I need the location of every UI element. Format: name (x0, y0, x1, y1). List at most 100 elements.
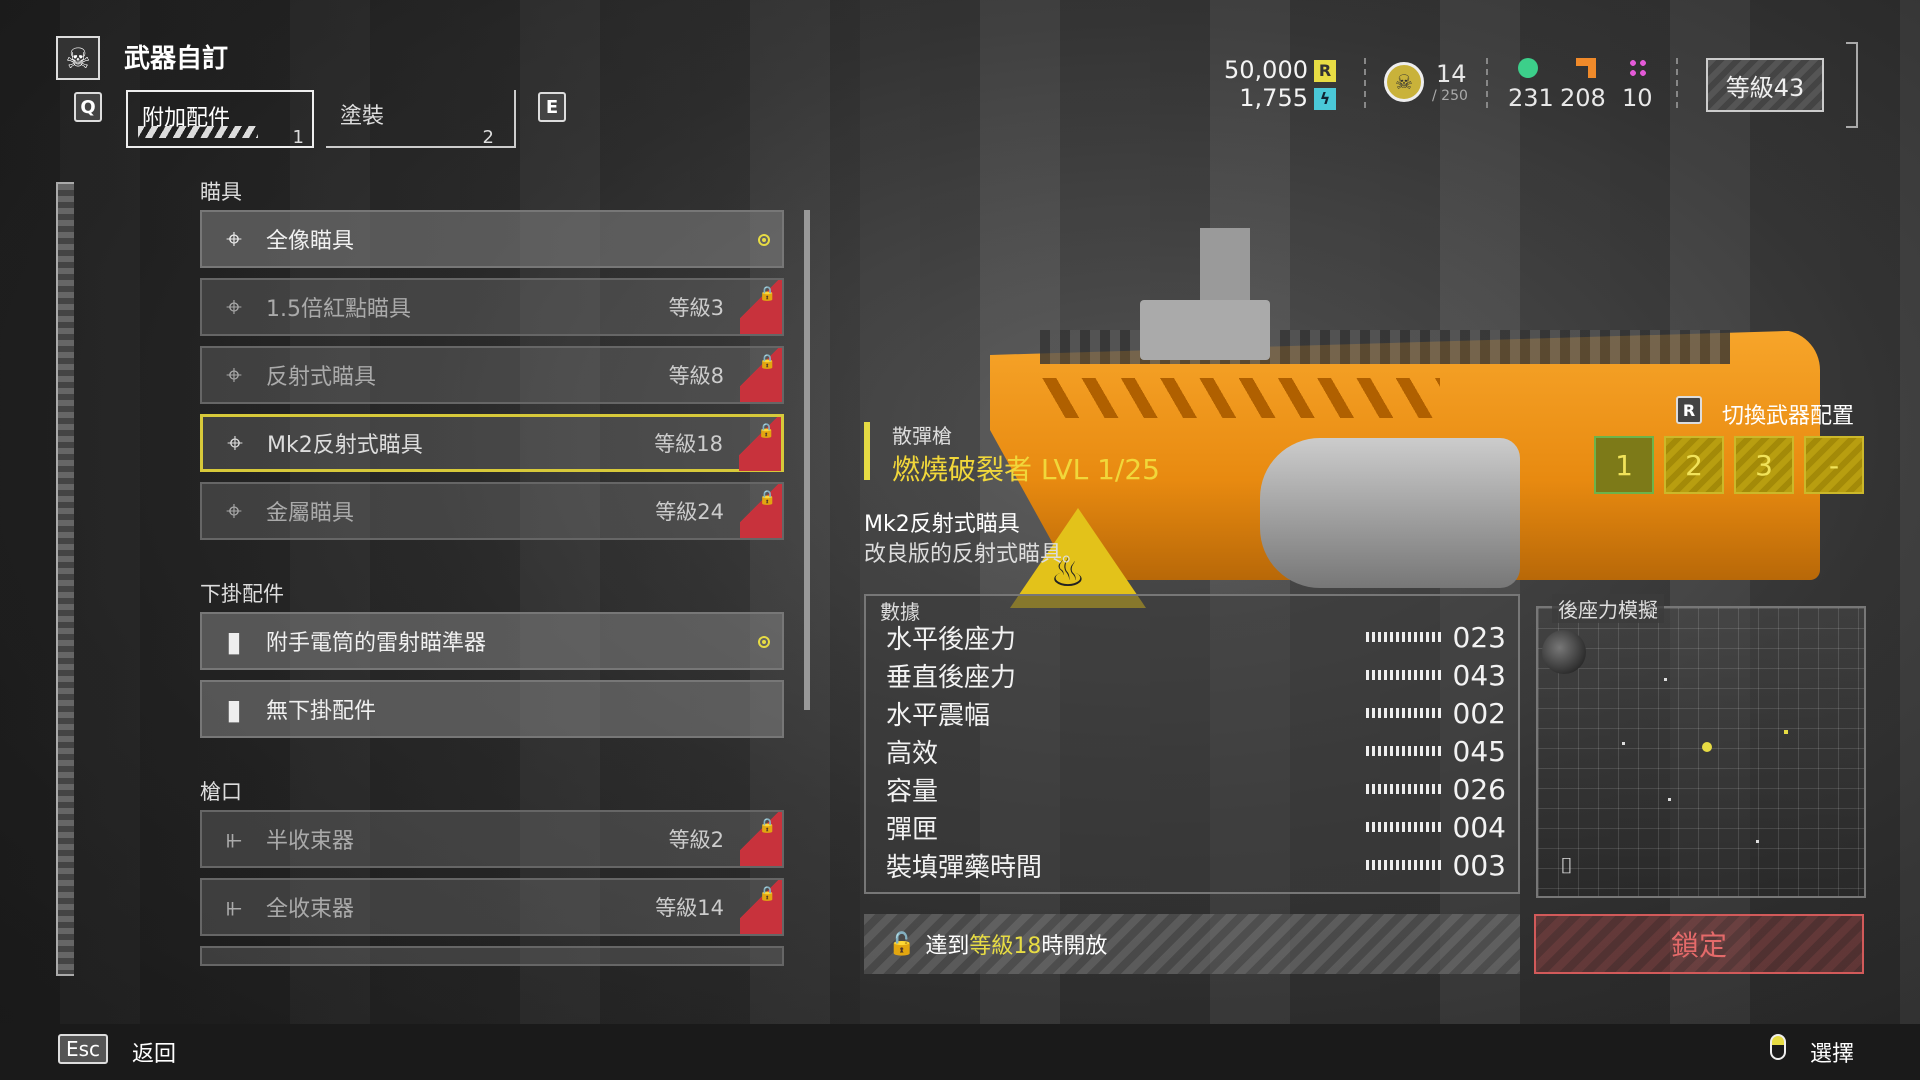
attachment-full-choke[interactable]: ⫦ 全收束器 等級14 🔒 (200, 878, 784, 936)
fire-hazard-icon (1010, 508, 1146, 608)
lock-icon: 🔒 (740, 880, 782, 934)
stat-row: 垂直後座力 043 (886, 656, 1506, 694)
config-slot-1[interactable]: 1 (1594, 436, 1654, 494)
attachment-laser-flashlight[interactable]: ▮ 附手電筒的雷射瞄準器 (200, 612, 784, 670)
crosshair-icon: ⌖ (226, 494, 242, 527)
mouse-icon (1770, 1034, 1786, 1060)
muzzle-icon: ⫦ (226, 890, 242, 923)
rare-sample-value: 208 (1560, 84, 1606, 112)
equipped-indicator-icon (758, 234, 770, 246)
crosshair-icon: ⌖ (226, 358, 242, 391)
list-scrollbar[interactable] (804, 210, 810, 710)
attachment-mk2-reflex-sight[interactable]: ⌖ Mk2反射式瞄具 等級18 🔒 (200, 414, 784, 472)
recoil-point (1668, 798, 1671, 801)
attachment-name: 金屬瞄具 (266, 501, 355, 526)
stat-bar (1366, 746, 1444, 756)
tab-paint[interactable]: 塗裝 2 (326, 90, 516, 148)
attachment-iron-sight[interactable]: ⌖ 金屬瞄具 等級24 🔒 (200, 482, 784, 540)
attachment-red-dot-sight[interactable]: ⌖ 1.5倍紅點瞄具 等級3 🔒 (200, 278, 784, 336)
equipped-indicator-icon (758, 636, 770, 648)
crosshair-icon: ⌖ (226, 290, 242, 323)
prev-tab-key[interactable]: Q (74, 92, 102, 122)
weapon-model-vents (1040, 378, 1440, 418)
recoil-point (1784, 730, 1788, 734)
requisition-value: 50,000 (1224, 56, 1308, 84)
stat-name: 容量 (886, 776, 939, 807)
weapon-model-sight (1140, 300, 1270, 360)
stat-bar (1366, 784, 1444, 794)
config-slot-3[interactable]: 3 (1734, 436, 1794, 494)
tab-attachments-count: 1 (292, 127, 304, 148)
stat-bar (1366, 708, 1444, 718)
stats-title: 數據 (880, 600, 920, 624)
next-tab-key[interactable]: E (538, 92, 566, 122)
attachment-level: 等級18 (654, 432, 723, 456)
crosshair-icon: ⌖ (226, 222, 242, 255)
weapon-accent-bar (864, 422, 870, 480)
unlock-level: 等級18 (969, 934, 1042, 959)
stat-value: 003 (1452, 848, 1506, 882)
recoil-simulation-title: 後座力模擬 (1552, 594, 1664, 623)
list-scroll-track[interactable] (56, 182, 74, 976)
attachment-no-underbarrel[interactable]: ▮ 無下掛配件 (200, 680, 784, 738)
stat-value: 026 (1452, 772, 1506, 806)
attachment-partial-item[interactable] (200, 946, 784, 966)
recoil-simulation-grid: ⌷ (1536, 606, 1866, 898)
stat-value: 002 (1452, 696, 1506, 730)
attachment-holographic-sight[interactable]: ⌖ 全像瞄具 (200, 210, 784, 268)
tab-attachments[interactable]: 附加配件 1 (126, 90, 314, 148)
config-slot-2[interactable]: 2 (1664, 436, 1724, 494)
recoil-point (1664, 678, 1667, 681)
player-level-badge: 等級43 (1706, 58, 1824, 112)
common-sample-value: 231 (1508, 84, 1554, 112)
stat-bar (1366, 632, 1444, 642)
attachment-name: 反射式瞄具 (266, 365, 377, 390)
weapon-name: 燃燒破裂者 LVL 1/25 (892, 448, 1160, 488)
stat-name: 高效 (886, 738, 939, 769)
medals-max: / 250 (1432, 88, 1468, 104)
stat-name: 垂直後座力 (886, 662, 1017, 693)
flame-icon: ♨ (1050, 550, 1086, 596)
recoil-point (1622, 742, 1625, 745)
tab-paint-count: 2 (482, 127, 494, 148)
attachment-level: 等級8 (668, 364, 724, 388)
stat-bar (1366, 860, 1444, 870)
medal-icon: ☠ (1384, 62, 1424, 102)
super-sample-icon (1628, 58, 1648, 78)
select-label[interactable]: 選擇 (1810, 1042, 1855, 1067)
config-slot-4[interactable]: - (1804, 436, 1864, 494)
requisition-counter: 50,000 R (1180, 56, 1336, 84)
attachment-name: 無下掛配件 (266, 699, 377, 724)
attachment-name: 半收束器 (266, 829, 355, 854)
back-label[interactable]: 返回 (132, 1042, 177, 1067)
stat-value: 045 (1452, 734, 1506, 768)
stat-value: 043 (1452, 658, 1506, 692)
medals-value: 14 (1436, 60, 1467, 88)
stat-name: 水平後座力 (886, 624, 1017, 655)
esc-key[interactable]: Esc (58, 1034, 109, 1064)
divider (1486, 58, 1490, 108)
weapon-model-canister (1260, 438, 1520, 588)
tab-paint-label: 塗裝 (340, 104, 385, 129)
divider (1676, 58, 1680, 108)
attachment-level: 等級2 (668, 828, 724, 852)
requisition-icon: R (1314, 60, 1336, 82)
section-sights-title: 瞄具 (200, 180, 242, 204)
recoil-ball (1542, 630, 1586, 674)
attachment-half-choke[interactable]: ⫦ 半收束器 等級2 🔒 (200, 810, 784, 868)
stat-name: 裝填彈藥時間 (886, 852, 1043, 883)
attachment-reflex-sight[interactable]: ⌖ 反射式瞄具 等級8 🔒 (200, 346, 784, 404)
flashlight-icon: ▮ (226, 624, 242, 658)
stat-value: 023 (1452, 620, 1506, 654)
config-key[interactable]: R (1676, 396, 1702, 424)
stat-row: 容量 026 (886, 770, 1506, 808)
section-muzzle-title: 槍口 (200, 780, 242, 804)
lock-button[interactable]: 鎖定 (1534, 914, 1864, 974)
stat-bar (1366, 822, 1444, 832)
muzzle-icon: ⫦ (226, 822, 242, 855)
unlock-prefix: 達到 (925, 934, 970, 959)
